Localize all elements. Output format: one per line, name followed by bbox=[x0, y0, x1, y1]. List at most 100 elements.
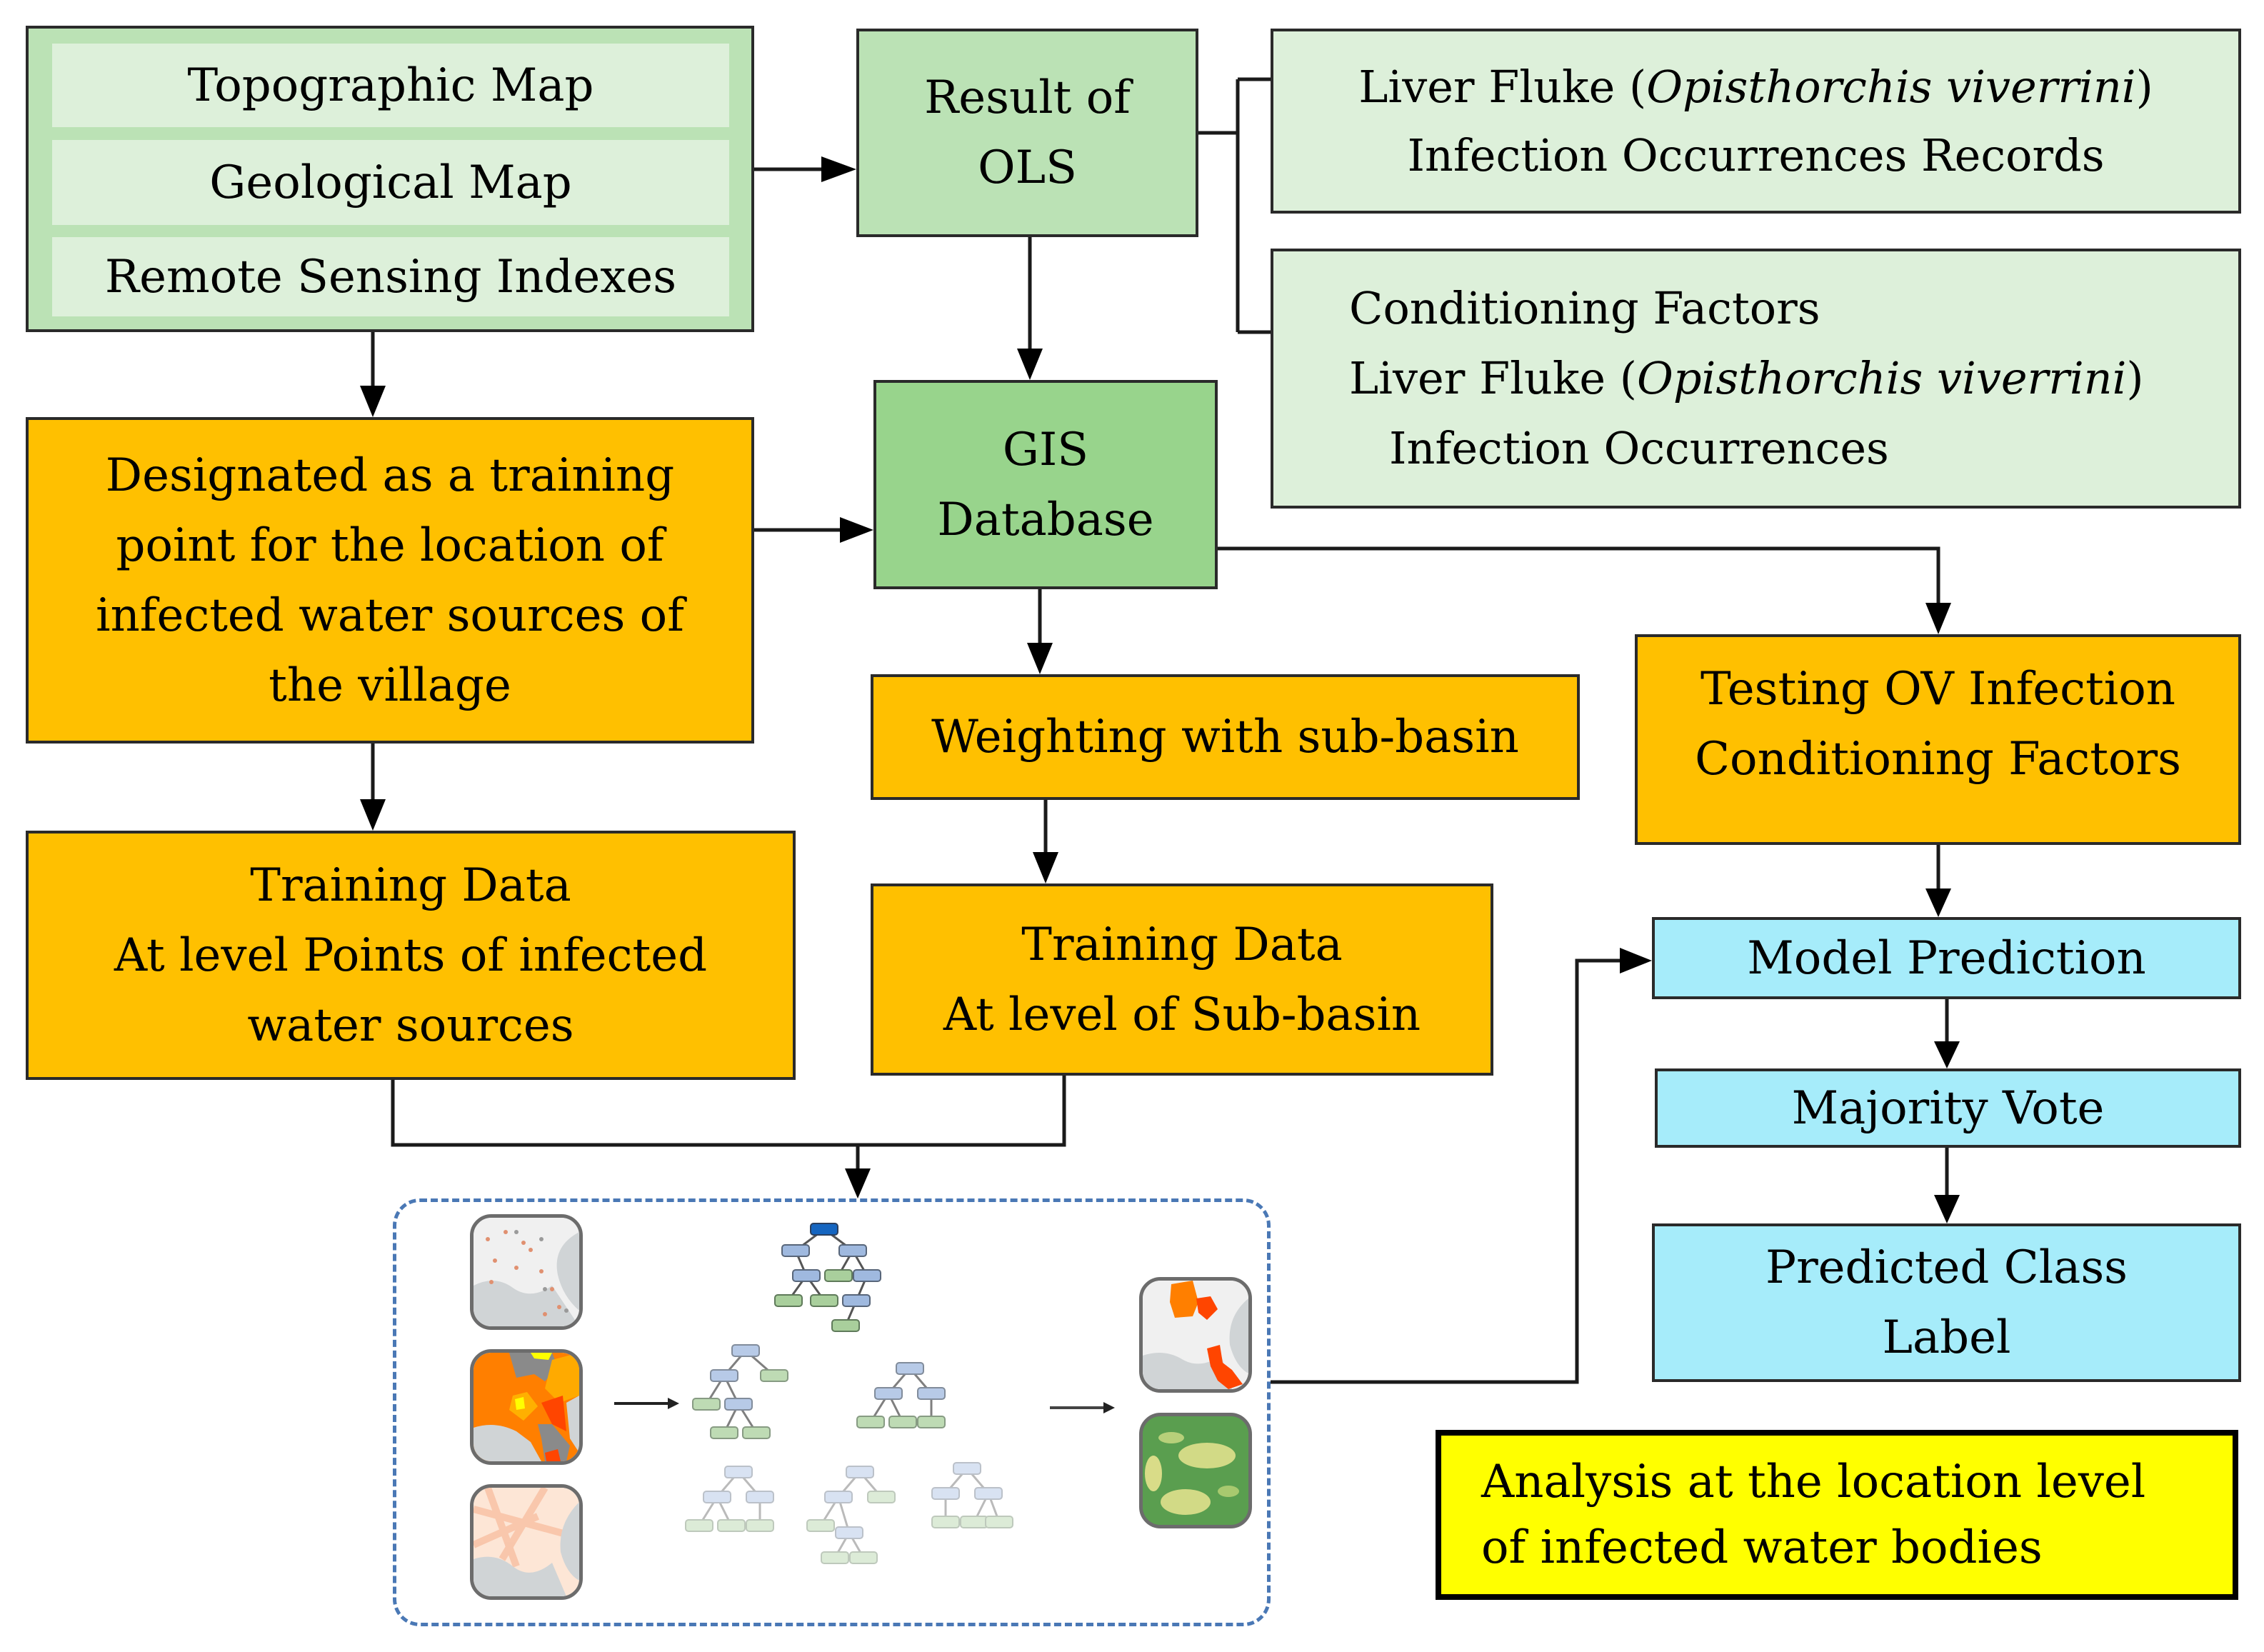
tree-split-node bbox=[724, 1466, 753, 1478]
conditioning-line-3: Infection Occurrences bbox=[1389, 422, 1889, 474]
tree-leaf-node bbox=[717, 1519, 746, 1532]
tree-leaf-node bbox=[692, 1398, 721, 1411]
map-icon bbox=[1143, 1416, 1248, 1525]
text: Liver Fluke ( bbox=[1358, 60, 1647, 113]
input-label: Geological Map bbox=[209, 156, 572, 209]
tree-leaf-node bbox=[931, 1516, 960, 1528]
input-geological-map: Geological Map bbox=[52, 140, 729, 225]
training-points-line: Training Data bbox=[250, 858, 571, 912]
tree-leaf-node bbox=[985, 1516, 1013, 1528]
predicted-class-line: Predicted Class bbox=[1765, 1241, 2128, 1294]
tree-split-node bbox=[931, 1487, 960, 1500]
arrowhead bbox=[1934, 1195, 1960, 1223]
text: ) bbox=[2135, 60, 2153, 113]
majority-vote-box: Majority Vote bbox=[1655, 1068, 2241, 1148]
tree-edge bbox=[973, 1493, 990, 1523]
gis-database-box: GIS Database bbox=[873, 380, 1218, 589]
decision-tree bbox=[692, 1344, 788, 1439]
decision-tree bbox=[685, 1466, 774, 1532]
input-remote-sensing-indexes: Remote Sensing Indexes bbox=[52, 237, 729, 316]
conditioning-factors-box: Conditioning Factors Liver Fluke (Opisth… bbox=[1271, 249, 2241, 509]
map-icon bbox=[474, 1488, 579, 1596]
training-points-line: water sources bbox=[247, 998, 574, 1052]
arrowhead bbox=[1027, 643, 1053, 674]
input-label: Topographic Map bbox=[187, 59, 594, 112]
arrowhead bbox=[1033, 852, 1058, 883]
tree-edge bbox=[833, 1532, 851, 1558]
analysis-level-note: Analysis at the location level of infect… bbox=[1436, 1430, 2238, 1600]
tree-leaf-node bbox=[856, 1416, 885, 1428]
tree-leaf-node bbox=[888, 1416, 917, 1428]
tree-edge bbox=[987, 1493, 1001, 1523]
tree-leaf-node bbox=[824, 1269, 853, 1282]
tree-split-node bbox=[953, 1462, 981, 1475]
ols-line: Result of bbox=[924, 71, 1131, 124]
tree-edge bbox=[837, 1471, 861, 1498]
arrowhead bbox=[1620, 948, 1652, 973]
susceptibility-raster-map-thumbnail bbox=[1139, 1413, 1252, 1528]
tree-leaf-node bbox=[831, 1319, 860, 1332]
tree-edge bbox=[837, 1496, 851, 1533]
designated-line: the village bbox=[269, 659, 511, 712]
distance-raster-map-thumbnail bbox=[470, 1484, 583, 1600]
tree-edge bbox=[848, 1532, 865, 1558]
decision-tree bbox=[806, 1466, 896, 1564]
occurrence-points-map-thumbnail bbox=[470, 1214, 583, 1330]
tree-split-node bbox=[710, 1369, 738, 1382]
tree-edge bbox=[944, 1468, 968, 1494]
weighting-label: Weighting with sub-basin bbox=[931, 711, 1519, 764]
decision-trees bbox=[685, 1223, 1013, 1564]
text: ) bbox=[2126, 352, 2144, 404]
arrow-gis-to-testing bbox=[1218, 546, 1940, 603]
tree-leaf-node bbox=[917, 1416, 946, 1428]
tree-split-node bbox=[974, 1487, 1003, 1500]
gis-line: GIS bbox=[1002, 423, 1089, 476]
tree-leaf-node bbox=[821, 1551, 849, 1564]
tree-split-node bbox=[731, 1344, 760, 1357]
training-subbasin-line: Training Data bbox=[1021, 918, 1343, 971]
occurrence-line-1: Liver Fluke (Opisthorchis viverrini) bbox=[1358, 53, 2153, 121]
tree-split-node bbox=[896, 1362, 924, 1375]
tree-leaf-node bbox=[867, 1491, 896, 1503]
predicted-risk-map-thumbnail bbox=[1139, 1277, 1252, 1393]
tree-leaf-node bbox=[849, 1551, 878, 1564]
map-icon bbox=[1143, 1281, 1248, 1389]
gis-line: Database bbox=[937, 493, 1154, 546]
map-icon bbox=[474, 1353, 579, 1461]
ols-line: OLS bbox=[978, 141, 1077, 194]
arrowhead bbox=[360, 386, 386, 417]
testing-ov-infection-box: Testing OV Infection Conditioning Factor… bbox=[1635, 634, 2241, 845]
arrowhead bbox=[845, 1168, 871, 1198]
tree-split-node bbox=[824, 1491, 853, 1503]
occurrence-line-2: Infection Occurrences Records bbox=[1407, 129, 2105, 181]
tree-split-node bbox=[703, 1491, 731, 1503]
training-data-sub-basin-box: Training Data At level of Sub-basin bbox=[871, 883, 1493, 1076]
tree-leaf-node bbox=[746, 1519, 774, 1532]
tree-split-node bbox=[917, 1387, 946, 1400]
tree-split-node bbox=[853, 1269, 881, 1282]
arrowhead bbox=[1017, 349, 1043, 380]
tree-edge bbox=[858, 1471, 883, 1498]
arrowhead bbox=[1925, 603, 1951, 634]
tree-split-node bbox=[842, 1294, 871, 1307]
arrowhead bbox=[1934, 1041, 1960, 1068]
input-data-box: Topographic Map Geological Map Remote Se… bbox=[26, 26, 754, 332]
training-subbasin-line: At level of Sub-basin bbox=[943, 988, 1421, 1041]
random-forest-panel bbox=[393, 1198, 1271, 1626]
decision-tree bbox=[774, 1223, 881, 1332]
occurrence-records-box: Liver Fluke (Opisthorchis viverrini) Inf… bbox=[1271, 29, 2241, 214]
tree-leaf-node bbox=[710, 1426, 738, 1439]
designated-line: point for the location of bbox=[116, 519, 664, 572]
map-icon bbox=[474, 1218, 579, 1326]
predicted-class-line: Label bbox=[1882, 1311, 2011, 1364]
designated-training-point-box: Designated as a training point for the l… bbox=[26, 417, 754, 744]
bracket-ols-to-factors bbox=[1198, 77, 1271, 334]
weighting-sub-basin-box: Weighting with sub-basin bbox=[871, 674, 1580, 800]
predicted-class-label-box: Predicted Class Label bbox=[1652, 1223, 2241, 1382]
tree-leaf-node bbox=[810, 1294, 838, 1307]
model-prediction-box: Model Prediction bbox=[1652, 917, 2241, 999]
arrowhead bbox=[840, 517, 873, 543]
tree-leaf-node bbox=[960, 1516, 988, 1528]
tree-split-node bbox=[792, 1269, 821, 1282]
testing-line: Conditioning Factors bbox=[1695, 733, 2181, 786]
